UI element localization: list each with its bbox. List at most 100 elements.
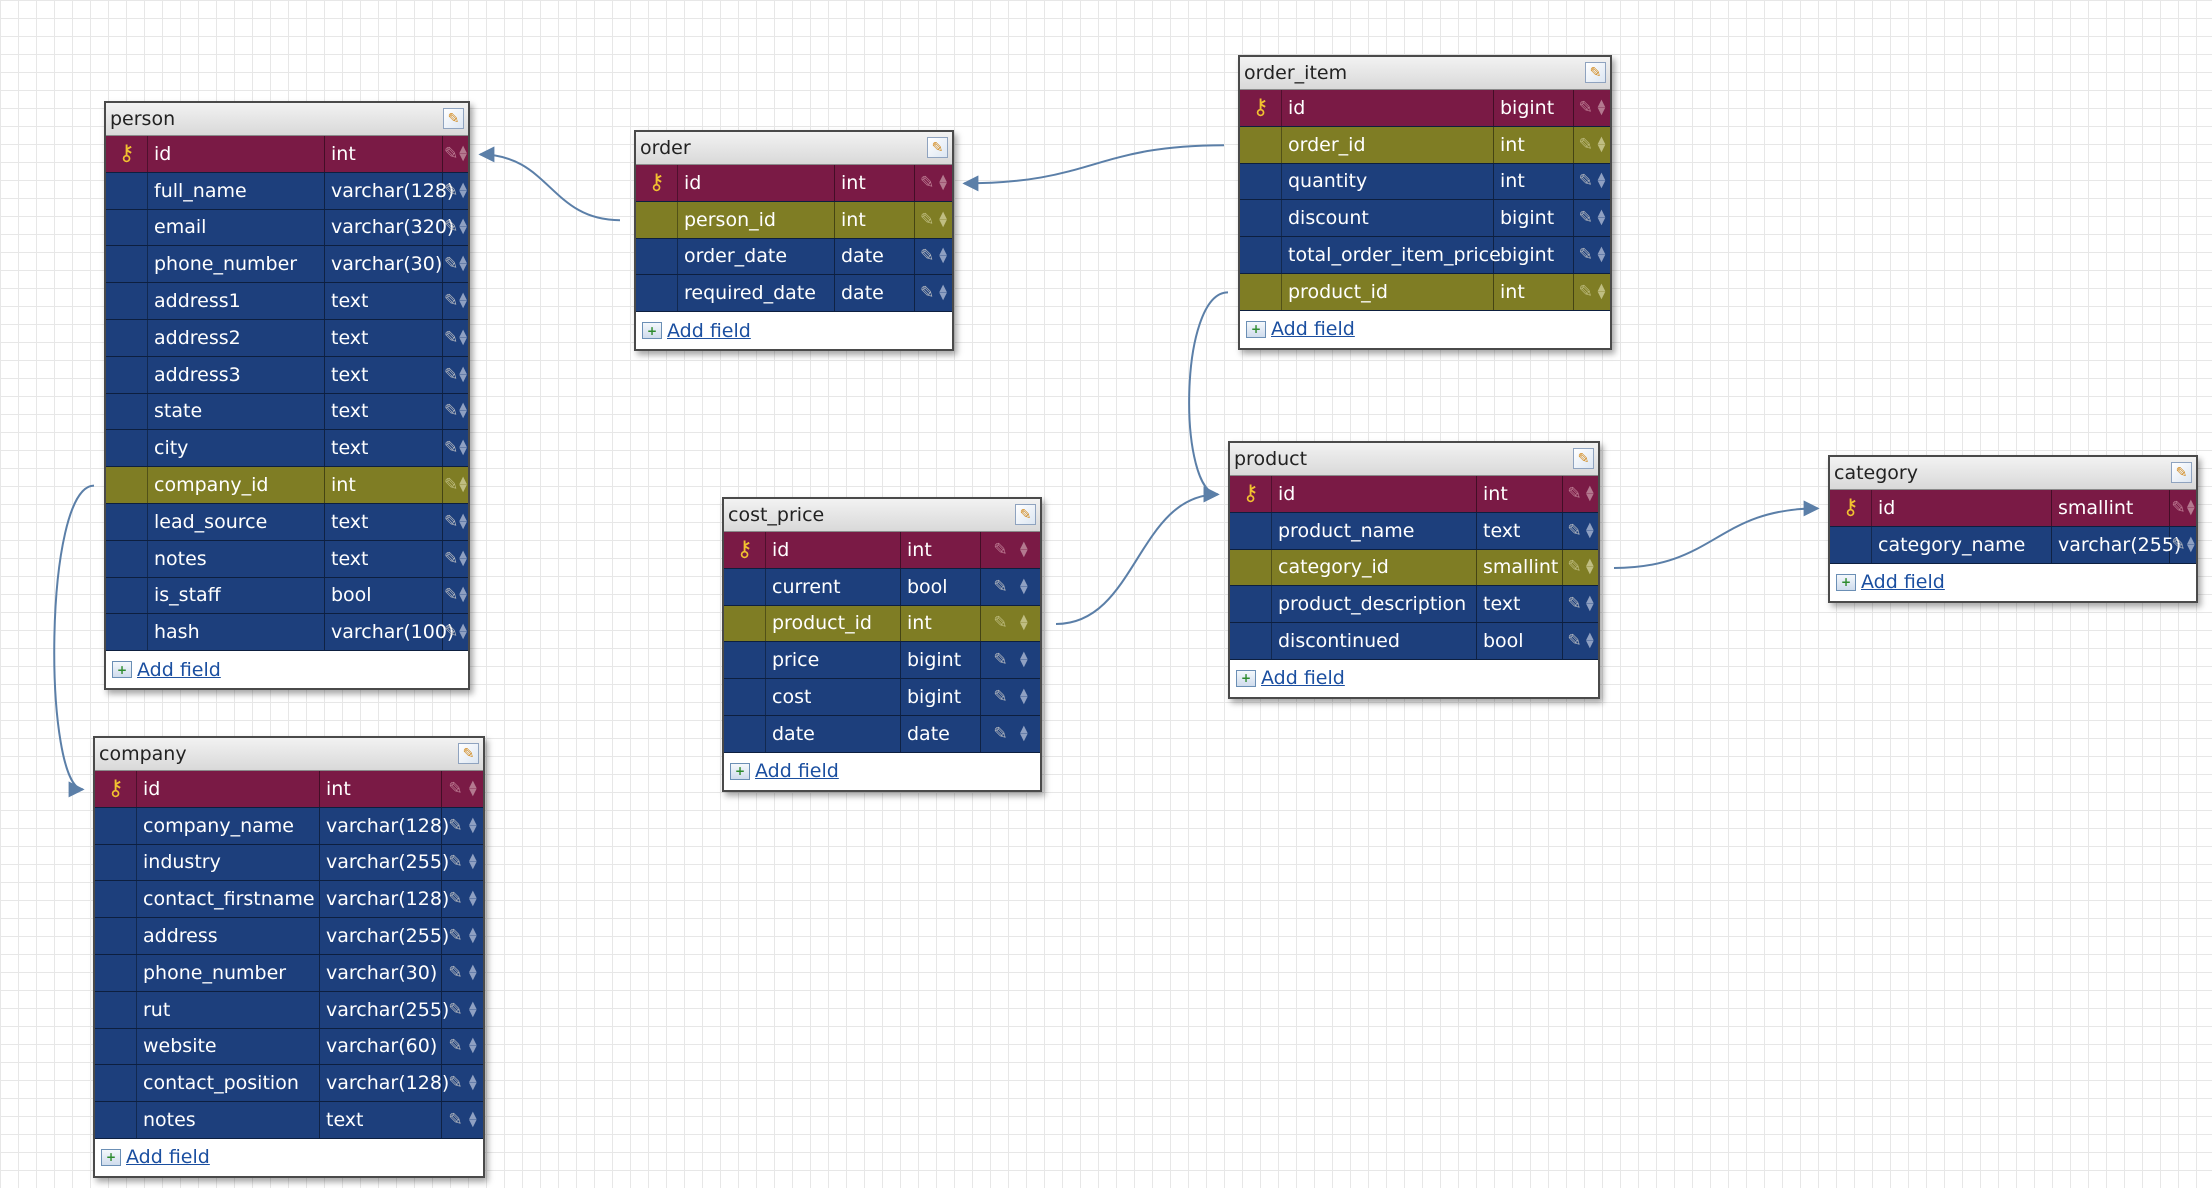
move-icon[interactable]: ▲▼ bbox=[468, 889, 477, 909]
move-up-icon[interactable]: ▲ bbox=[2186, 534, 2195, 546]
pencil-icon[interactable]: ✎ bbox=[444, 327, 459, 348]
move-up-icon[interactable]: ▲ bbox=[1597, 245, 1606, 257]
move-icon[interactable]: ▲▼ bbox=[459, 623, 467, 641]
move-icon[interactable]: ▲▼ bbox=[468, 1037, 477, 1056]
move-down-icon[interactable]: ▼ bbox=[459, 593, 467, 605]
pencil-icon[interactable]: ✎ bbox=[444, 291, 459, 312]
move-up-icon[interactable]: ▲ bbox=[2186, 497, 2195, 509]
pencil-icon[interactable]: ✎ bbox=[1578, 208, 1593, 229]
edit-table-icon[interactable]: ✎ bbox=[443, 108, 464, 129]
move-up-icon[interactable]: ▲ bbox=[459, 327, 467, 339]
pencil-icon[interactable]: ✎ bbox=[993, 723, 1008, 744]
move-down-icon[interactable]: ▼ bbox=[459, 299, 467, 311]
pencil-icon[interactable]: ✎ bbox=[920, 283, 935, 304]
move-up-icon[interactable]: ▲ bbox=[468, 1110, 477, 1122]
move-icon[interactable]: ▲▼ bbox=[459, 255, 467, 273]
move-up-icon[interactable]: ▲ bbox=[1585, 557, 1594, 569]
move-icon[interactable]: ▲▼ bbox=[468, 963, 477, 982]
move-down-icon[interactable]: ▼ bbox=[468, 860, 477, 872]
add-field-icon[interactable]: + bbox=[112, 661, 132, 679]
move-icon[interactable]: ▲▼ bbox=[1586, 484, 1594, 502]
move-down-icon[interactable]: ▼ bbox=[459, 225, 467, 237]
move-down-icon[interactable]: ▼ bbox=[468, 897, 477, 909]
move-icon[interactable]: ▲▼ bbox=[468, 927, 477, 946]
move-down-icon[interactable]: ▼ bbox=[1597, 142, 1606, 154]
pencil-icon[interactable]: ✎ bbox=[448, 999, 463, 1020]
move-down-icon[interactable]: ▼ bbox=[468, 934, 477, 946]
pencil-icon[interactable]: ✎ bbox=[1567, 557, 1582, 578]
add-field-link[interactable]: Add field bbox=[667, 319, 751, 342]
pencil-icon[interactable]: ✎ bbox=[993, 687, 1008, 708]
move-icon[interactable]: ▲▼ bbox=[459, 549, 467, 567]
move-up-icon[interactable]: ▲ bbox=[468, 852, 477, 864]
move-icon[interactable]: ▲▼ bbox=[459, 402, 467, 421]
move-icon[interactable]: ▲▼ bbox=[469, 1074, 477, 1092]
move-icon[interactable]: ▲▼ bbox=[469, 816, 477, 834]
move-up-icon[interactable]: ▲ bbox=[459, 180, 467, 192]
add-field-icon[interactable]: + bbox=[1236, 669, 1256, 687]
pencil-icon[interactable]: ✎ bbox=[444, 475, 459, 496]
move-up-icon[interactable]: ▲ bbox=[939, 209, 947, 221]
move-icon[interactable]: ▲▼ bbox=[1597, 171, 1606, 190]
move-down-icon[interactable]: ▼ bbox=[939, 180, 947, 192]
move-up-icon[interactable]: ▲ bbox=[1597, 171, 1606, 183]
move-down-icon[interactable]: ▼ bbox=[459, 483, 467, 495]
move-up-icon[interactable]: ▲ bbox=[1597, 97, 1606, 109]
add-field-link[interactable]: Add field bbox=[1861, 571, 1945, 594]
table-header[interactable]: cost_price✎ bbox=[724, 499, 1040, 532]
move-icon[interactable]: ▲▼ bbox=[459, 438, 467, 457]
move-down-icon[interactable]: ▼ bbox=[939, 291, 947, 303]
table-header[interactable]: order✎ bbox=[636, 132, 952, 165]
pencil-icon[interactable]: ✎ bbox=[1578, 134, 1593, 155]
move-icon[interactable]: ▲▼ bbox=[1598, 282, 1606, 300]
move-up-icon[interactable]: ▲ bbox=[1585, 520, 1594, 532]
pencil-icon[interactable]: ✎ bbox=[444, 585, 459, 606]
pencil-icon[interactable]: ✎ bbox=[920, 172, 935, 193]
pencil-icon[interactable]: ✎ bbox=[1578, 245, 1593, 266]
move-down-icon[interactable]: ▼ bbox=[468, 1044, 477, 1056]
move-down-icon[interactable]: ▼ bbox=[468, 970, 477, 982]
move-up-icon[interactable]: ▲ bbox=[468, 999, 477, 1011]
edit-table-icon[interactable]: ✎ bbox=[1015, 504, 1036, 525]
edit-table-icon[interactable]: ✎ bbox=[2171, 462, 2192, 483]
move-up-icon[interactable]: ▲ bbox=[459, 438, 467, 450]
pencil-icon[interactable]: ✎ bbox=[448, 1073, 463, 1094]
move-up-icon[interactable]: ▲ bbox=[1585, 631, 1594, 643]
pencil-icon[interactable]: ✎ bbox=[448, 1110, 463, 1131]
move-up-icon[interactable]: ▲ bbox=[468, 889, 477, 901]
move-down-icon[interactable]: ▼ bbox=[1597, 216, 1606, 228]
move-down-icon[interactable]: ▼ bbox=[1019, 658, 1028, 670]
move-down-icon[interactable]: ▼ bbox=[1019, 621, 1028, 633]
move-down-icon[interactable]: ▼ bbox=[459, 409, 467, 421]
move-icon[interactable]: ▲▼ bbox=[1597, 245, 1606, 264]
move-icon[interactable]: ▲▼ bbox=[459, 144, 467, 162]
move-icon[interactable]: ▲▼ bbox=[1019, 614, 1028, 633]
move-down-icon[interactable]: ▼ bbox=[468, 1118, 477, 1130]
move-up-icon[interactable]: ▲ bbox=[1019, 539, 1028, 551]
pencil-icon[interactable]: ✎ bbox=[920, 246, 935, 267]
